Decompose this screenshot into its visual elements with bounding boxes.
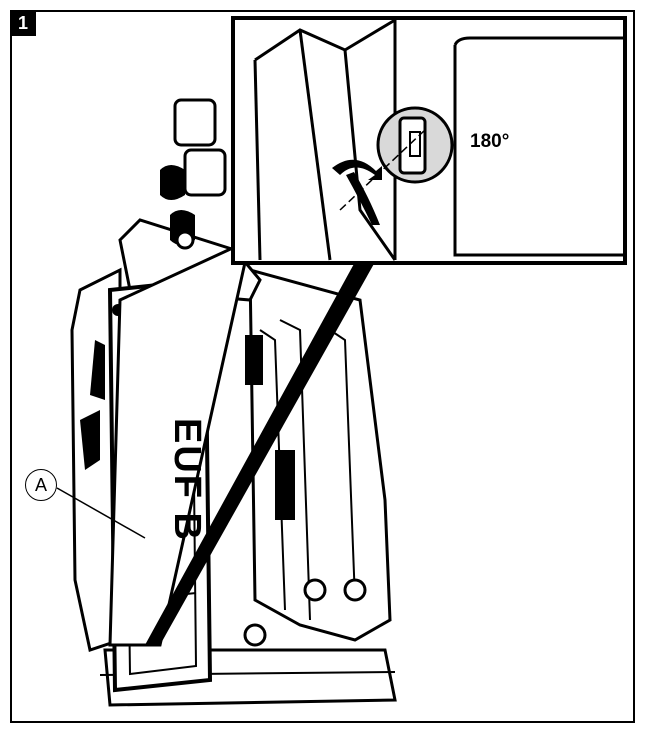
step-number-badge: 1 [10, 10, 36, 36]
carrier-right-body [248, 268, 392, 642]
brand-lettering: EUF B [166, 418, 208, 542]
rotation-angle-label: 180° [470, 131, 510, 152]
rotate-arrow-icon [332, 159, 382, 225]
part-a-callout: A [25, 469, 57, 501]
